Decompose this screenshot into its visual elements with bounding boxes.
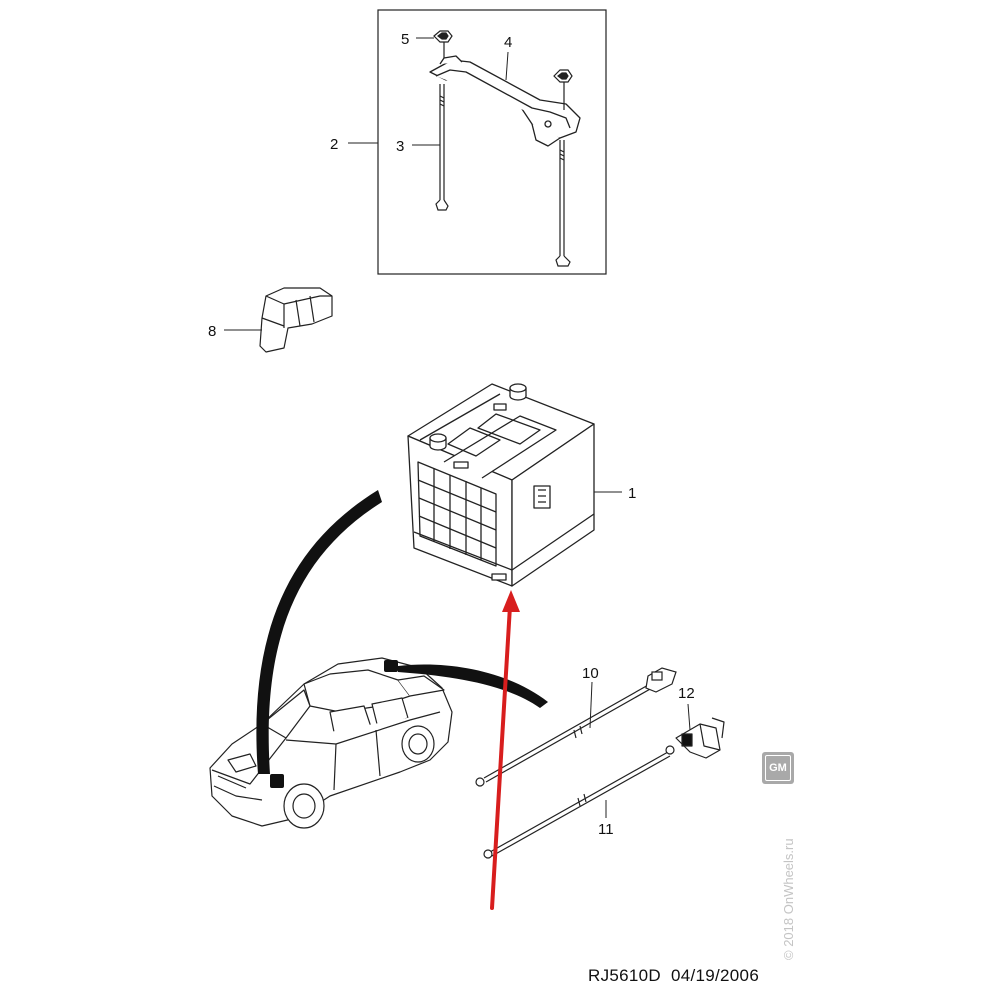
battery-location-marker-front (270, 774, 284, 788)
watermark-text: © 2018 OnWheels.ru (781, 838, 796, 960)
callout-11: 11 (598, 821, 614, 838)
battery-location-marker-rear (384, 660, 398, 672)
ground-clamp-12 (675, 717, 725, 759)
location-arrow-front (256, 490, 382, 774)
j-bolt-right (555, 140, 571, 267)
gm-logo-text: GM (765, 755, 791, 781)
watermark: © 2018 OnWheels.ru (780, 800, 800, 960)
callout-1: 1 (628, 485, 636, 502)
location-arrow-rear (398, 664, 548, 708)
callout-3: 3 (396, 138, 404, 155)
hold-down-bracket (429, 55, 581, 147)
nut-top-left (433, 30, 453, 58)
callout-8: 8 (208, 323, 216, 340)
gm-logo: GM (762, 752, 794, 784)
callout-4: 4 (504, 34, 512, 51)
highlight-arrow (490, 590, 520, 910)
nut-top-right (553, 69, 573, 110)
hold-down-kit-frame (348, 9, 607, 275)
cable-11 (483, 745, 675, 859)
car-outline (209, 657, 453, 829)
cable-10 (475, 667, 677, 787)
callout-10: 10 (582, 665, 599, 682)
terminal-cover (259, 287, 333, 353)
drawing-date: 04/19/2006 (670, 966, 760, 985)
callout-5: 5 (401, 31, 409, 48)
callout-12: 12 (678, 685, 695, 702)
drawing-reference: RJ5610D 04/19/2006 (588, 966, 759, 986)
leaders-group (412, 37, 509, 146)
leader-10 (589, 681, 593, 729)
callout-2: 2 (330, 136, 338, 153)
j-bolt-left (435, 84, 449, 211)
battery (407, 383, 595, 587)
leader-12 (687, 703, 691, 731)
drawing-code: RJ5610D (588, 966, 661, 985)
